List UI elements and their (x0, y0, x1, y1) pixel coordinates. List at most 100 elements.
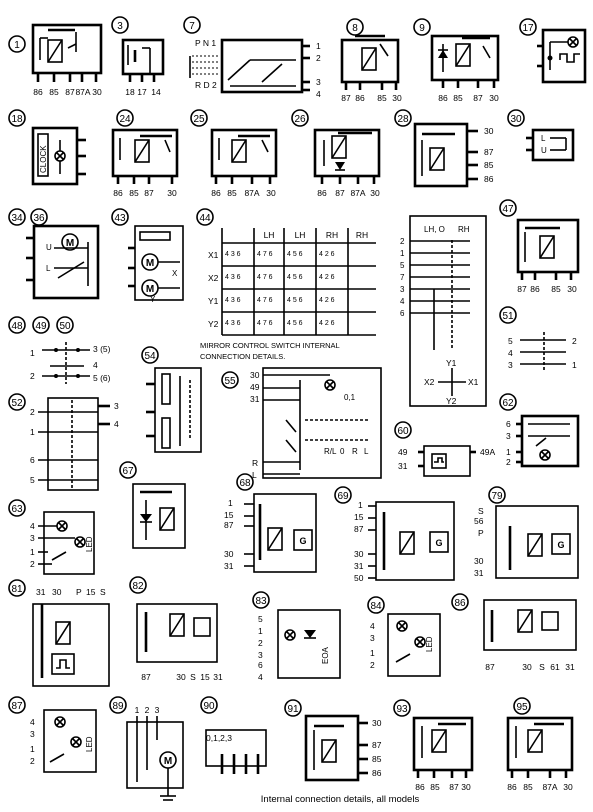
diagram-8-pin: 86 (355, 93, 365, 103)
diagram-26-pin: 30 (370, 188, 380, 198)
mirror-table-header: LH (295, 230, 306, 240)
diagram-24-number: 24 (119, 114, 131, 125)
diagram-43-label: Y (150, 295, 156, 304)
diagram-24-pin: 85 (129, 188, 139, 198)
diagram-89-pin: 2 (145, 705, 150, 715)
diagram-62-number: 62 (502, 398, 514, 409)
diagram-91-pin: 87 (372, 740, 382, 750)
diagram-86-pin: S (539, 662, 545, 672)
diagram-82-pin: 87 (141, 672, 151, 682)
mirror-table-header: RH (326, 230, 338, 240)
diagram-79-pin: S (478, 506, 484, 516)
mirror-cell: 4 3 6 (225, 297, 241, 304)
diagram-86-pin: 61 (550, 662, 560, 672)
diagram-82-pin: 31 (213, 672, 223, 682)
diagram-55-label: 0,1 (344, 393, 356, 402)
mirror-switch-top-label: RH (458, 225, 470, 234)
diagram-18-clock-label: CLOCK (39, 145, 48, 173)
diagram-89-number: 89 (112, 701, 124, 712)
diagram-82-pin: 30 (176, 672, 186, 682)
diagram-51-pin: 5 (508, 336, 513, 346)
diagram-51-pin: 3 (508, 360, 513, 370)
diagram-9-number: 9 (419, 23, 425, 34)
diagram-50-pin: 1 (30, 348, 35, 358)
diagram-87-led-label: LED (85, 736, 94, 752)
mirror-cell: 4 2 6 (319, 274, 335, 281)
diagram-79-number: 79 (491, 491, 503, 502)
diagram-24: 24 86 85 87 30 (111, 109, 179, 198)
diagram-30-label: U (541, 146, 547, 155)
mirror-switch-pin: 4 (400, 297, 405, 306)
diagram-69-pin: 87 (354, 524, 364, 534)
diagram-9-pin: 30 (489, 93, 499, 103)
mirror-switch-pin: 7 (400, 273, 405, 282)
diagram-1: 1 86 85 87 87A 30 (8, 23, 103, 97)
diagram-79-pin: 30 (474, 556, 484, 566)
diagram-63: 63 LED 4 3 1 2 (8, 499, 95, 575)
mirror-switch-axis: Y1 (446, 358, 457, 368)
diagram-1-pin: 86 (33, 87, 43, 97)
mirror-switch-axis: X1 (468, 377, 479, 387)
mirror-cell: 4 3 6 (225, 251, 241, 258)
diagram-83-pin: 6 (258, 660, 263, 670)
diagram-9: 9 86 85 87 30 (413, 18, 500, 103)
diagram-36-label: L (46, 264, 51, 273)
diagram-54-number: 54 (144, 351, 156, 362)
diagram-67-number: 67 (122, 466, 134, 477)
diagram-84: 84 LED 4 3 1 2 (367, 596, 441, 677)
diagram-28: 28 30 87 85 86 (394, 109, 494, 188)
diagram-69-number: 69 (337, 491, 349, 502)
diagram-28-pin: 30 (484, 126, 494, 136)
diagram-93-pin: 87 (449, 782, 459, 792)
diagram-25-pin: 85 (227, 188, 237, 198)
diagram-9-pin: 85 (453, 93, 463, 103)
diagram-55: 55 30 49 31 R L 0,1 R/L 0 R L (221, 367, 382, 480)
diagram-87-pin: 4 (30, 717, 35, 727)
diagram-91-pin: 85 (372, 754, 382, 764)
diagram-47-pin: 85 (551, 284, 561, 294)
mirror-switch-schematic: LH, O RH 2 1 5 7 3 4 6 Y1 X2 X1 Y2 (400, 215, 487, 407)
diagram-81-pin: 30 (52, 587, 62, 597)
diagram-7-number: 7 (189, 21, 195, 32)
diagram-7-top-label: P N 1 (195, 38, 216, 48)
diagram-1-number: 1 (14, 40, 20, 51)
diagram-28-pin: 87 (484, 147, 494, 157)
mirror-cell: 4 3 6 (225, 320, 241, 327)
diagram-82-pin: S (190, 672, 196, 682)
diagram-95: 95 86 85 87A 30 (506, 697, 574, 792)
diagram-28-pin: 85 (484, 160, 494, 170)
diagram-50-pin: 4 (93, 360, 98, 370)
diagram-63-pin: 3 (30, 533, 35, 543)
diagram-62-pin: 2 (506, 457, 511, 467)
mirror-cell: 4 7 6 (257, 297, 273, 304)
diagram-55-label: R (352, 447, 358, 456)
mirror-cell: 4 7 6 (257, 320, 273, 327)
diagram-55-pin: R (252, 458, 258, 468)
diagram-25-number: 25 (193, 114, 205, 125)
diagram-79-pin: P (478, 528, 484, 538)
mirror-switch-pin: 2 (400, 237, 405, 246)
diagram-60-pin: 49 (398, 447, 408, 457)
diagram-89-pin: 1 (135, 705, 140, 715)
diagram-63-pin: 1 (30, 547, 35, 557)
diagram-7: 7 P N 1 R D 2 1 2 3 4 (183, 16, 321, 99)
diagram-26: 26 86 87 87A 30 (291, 109, 381, 198)
diagram-84-led-label: LED (425, 636, 434, 652)
diagram-47-pin: 86 (530, 284, 540, 294)
diagram-9-pin: 86 (438, 93, 448, 103)
diagram-90-number: 90 (203, 701, 215, 712)
diagram-52-pin: 6 (30, 455, 35, 465)
diagram-86-number: 86 (454, 598, 466, 609)
diagram-62: 62 6 3 1 2 (499, 393, 580, 468)
diagram-55-label: L (364, 447, 369, 456)
mirror-cell: 4 7 6 (257, 251, 273, 258)
diagram-17: 17 (519, 18, 587, 84)
mirror-cell: 4 2 6 (319, 320, 335, 327)
diagram-62-pin: 6 (506, 419, 511, 429)
diagram-55-pin: 49 (250, 382, 260, 392)
diagram-81-pin: 31 (36, 587, 46, 597)
diagram-18: 18 CLOCK (8, 109, 86, 186)
diagram-28-pin: 86 (484, 174, 494, 184)
diagram-24-pin: 30 (167, 188, 177, 198)
diagram-83-number: 83 (255, 596, 267, 607)
